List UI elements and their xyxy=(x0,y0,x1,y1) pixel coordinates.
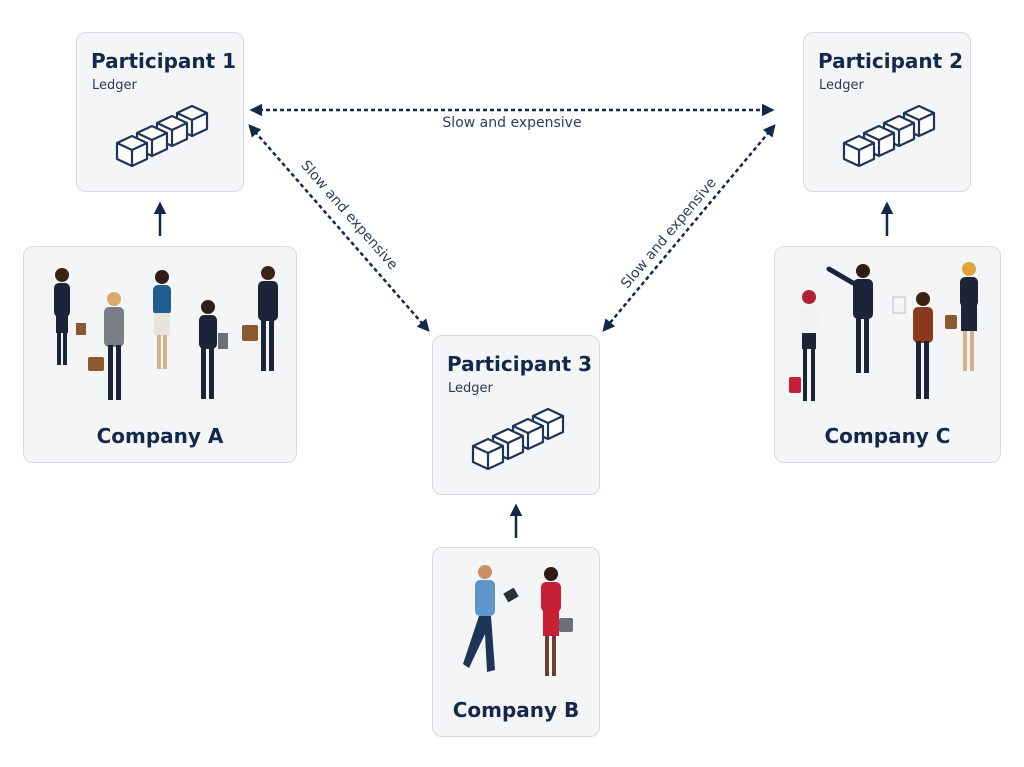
participant-2-card: Participant 2 Ledger xyxy=(803,32,971,192)
person-icon xyxy=(826,264,873,373)
link-p1-p2-label: Slow and expensive xyxy=(442,115,581,131)
person-icon xyxy=(199,300,228,399)
link-p2-p3-label: Slow and expensive xyxy=(618,175,720,292)
blockchain-icon xyxy=(471,407,565,471)
person-icon xyxy=(541,567,573,676)
participant-1-ledger-label: Ledger xyxy=(92,78,137,93)
company-a-label: Company A xyxy=(96,424,224,448)
link-p1-p3-arrow xyxy=(248,124,430,332)
person-icon xyxy=(88,292,124,400)
participant-3-card: Participant 3 Ledger xyxy=(432,335,600,495)
person-icon xyxy=(892,292,933,399)
company-c-label: Company C xyxy=(824,424,951,448)
participant-1-card: Participant 1 Ledger xyxy=(76,32,244,192)
company-c-card: Company C xyxy=(774,246,1001,463)
blockchain-icon xyxy=(842,104,936,168)
person-icon xyxy=(54,268,86,365)
business-people-illustration xyxy=(789,262,978,401)
link-p1-p3-label: Slow and expensive xyxy=(297,158,400,274)
link-p2-p3-arrow xyxy=(602,124,776,332)
person-icon xyxy=(153,270,171,369)
company-b-label: Company B xyxy=(452,698,580,722)
blockchain-icon xyxy=(115,104,209,168)
participant-3-ledger-label: Ledger xyxy=(448,381,493,396)
person-icon xyxy=(945,262,978,371)
person-icon xyxy=(463,565,519,672)
participant-2-ledger-label: Ledger xyxy=(819,78,864,93)
business-people-illustration xyxy=(463,565,573,676)
participant-3-title: Participant 3 xyxy=(447,352,593,376)
person-icon xyxy=(789,290,818,401)
participant-1-title: Participant 1 xyxy=(91,49,237,73)
company-b-card: Company B xyxy=(432,547,600,737)
participant-2-title: Participant 2 xyxy=(818,49,964,73)
